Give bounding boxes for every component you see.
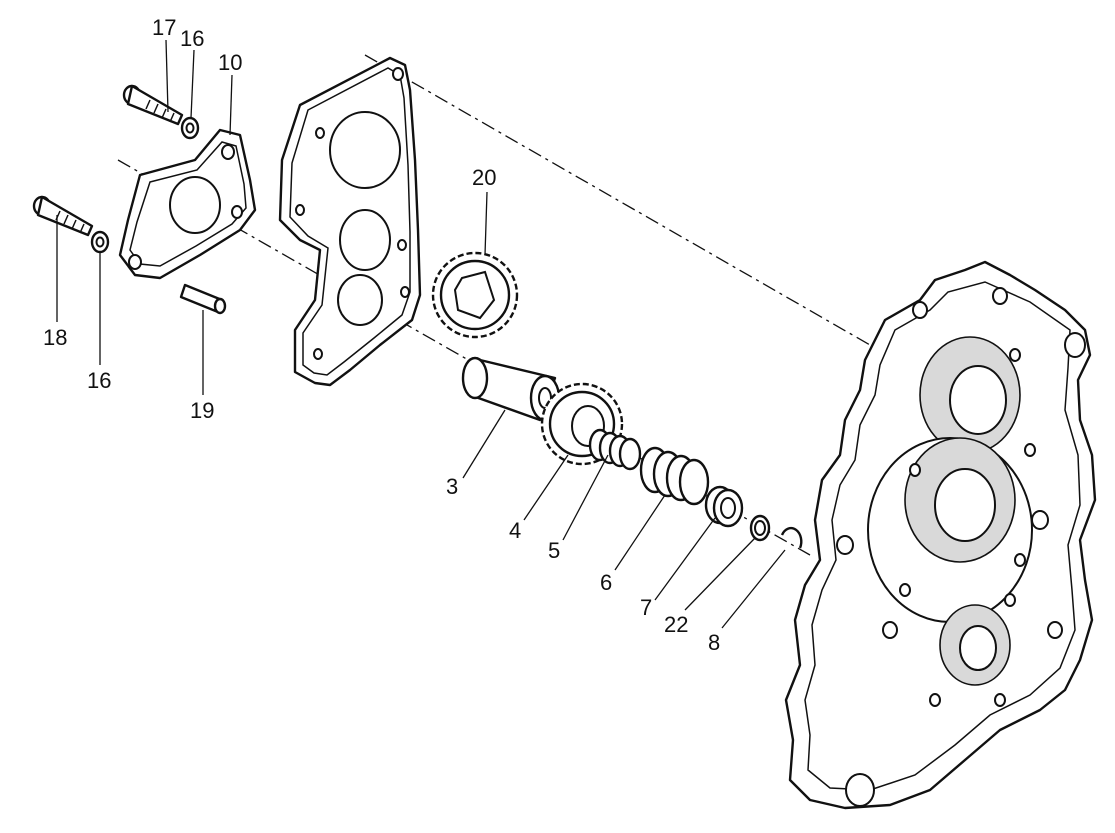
housing (784, 260, 1097, 810)
leader-lines (56, 39, 786, 629)
bolt-part-17 (122, 84, 184, 126)
callout-8: 8 (708, 630, 720, 655)
callout-10: 10 (218, 50, 242, 75)
circlip-part-8 (780, 526, 803, 549)
callout-5: 5 (548, 538, 560, 563)
callout-18: 18 (43, 325, 67, 350)
callout-17: 17 (152, 15, 176, 40)
spring-part-5 (588, 428, 642, 471)
spring-part-6 (639, 446, 710, 506)
callout-3: 3 (446, 474, 458, 499)
callout-19: 19 (190, 398, 214, 423)
cover-part-10 (118, 128, 257, 280)
washer-part-16-lower (90, 230, 110, 254)
cap-part-7 (704, 485, 744, 528)
callout-6: 6 (600, 570, 612, 595)
callout-22: 22 (664, 612, 688, 637)
callout-7: 7 (640, 595, 652, 620)
washer-part-16-upper (180, 116, 200, 140)
callout-20: 20 (472, 165, 496, 190)
callout-16-bottom: 16 (87, 368, 111, 393)
callout-labels: 17 16 10 18 16 19 20 3 4 5 6 7 22 8 (43, 15, 720, 655)
gasket-plate (278, 56, 422, 387)
assembly-axes (117, 54, 871, 556)
pin-part-19 (179, 283, 227, 315)
gear-part-20 (431, 251, 519, 339)
bolt-part-18 (32, 195, 94, 237)
ring-part-22 (749, 514, 771, 542)
callout-4: 4 (509, 518, 521, 543)
callout-16-top: 16 (180, 26, 204, 51)
